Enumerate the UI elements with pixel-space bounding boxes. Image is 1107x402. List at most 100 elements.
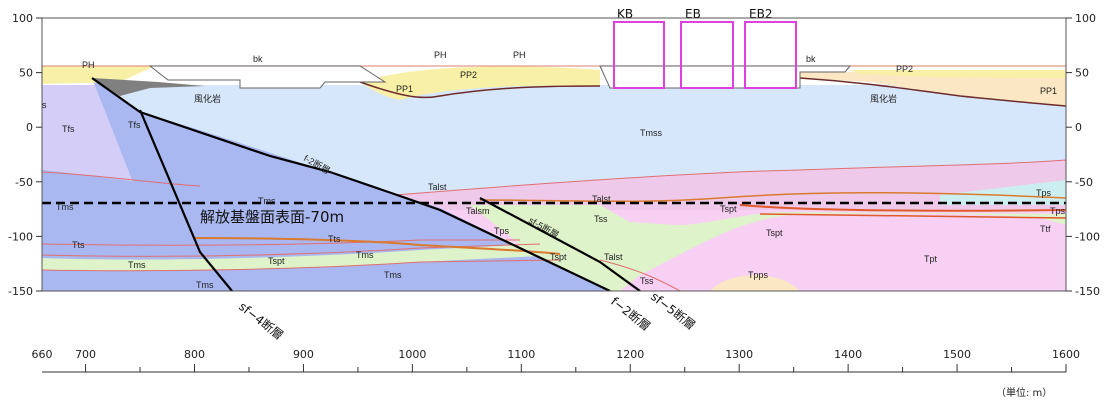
label-tfs: Tfs [62,124,75,134]
ground-surface [42,65,1066,89]
strata-layers [42,66,1066,291]
pp1-cream-right [800,72,1066,106]
x-tick-label: 900 [293,348,314,361]
label-talsm: Talsm [466,206,490,216]
label-bk: bk [253,54,263,64]
weathered-rock-left [92,78,205,96]
label-talst: Talst [592,194,611,204]
y-tick-label: -150 [1075,285,1100,298]
fault-label-sf5: sf−5断層 [648,289,698,333]
label-tms: Tms [356,250,374,260]
label-pp2: PP2 [460,70,477,80]
tps-layer [940,180,1066,205]
fault-label-f2: f−2断層 [608,294,653,334]
label-tms: Tms [258,196,276,206]
pp-yellow-center [360,66,600,100]
label-tspt: Tspt [550,252,567,262]
excavation-left [148,65,387,89]
label-pp2: PP2 [896,64,913,74]
plot-frame [41,17,1067,292]
building-kb [613,21,665,89]
tms-wedge-layer [42,78,610,291]
label-tms: Tms [56,202,74,212]
y-tick-label: -50 [1075,176,1093,189]
label-talst: Talst [604,252,623,262]
fault-sf4 [138,109,233,291]
label-tps: Tps [1050,206,1066,216]
y-tick-label: 0 [1075,121,1082,134]
label-eb: EB [685,7,701,21]
x-tick-label: 800 [184,348,205,361]
label-tms: Tms [128,260,146,270]
x-tick-label: 1200 [616,348,644,361]
label-tspt: Tspt [268,256,285,266]
y-tick-label: 100 [1075,12,1096,25]
label-weathered-rock: 風化岩 [194,93,221,104]
contact-line [194,237,561,255]
label-tps: Tps [494,226,510,236]
label-tps: Tps [1036,188,1052,198]
label-ttf: Ttf [1040,224,1051,234]
label-eb2: EB2 [749,7,772,21]
building-eb [680,21,734,89]
label-tms: Tms [384,270,402,280]
x-tick-label: 1500 [943,348,971,361]
x-tick-label: 700 [75,348,96,361]
talst-layer [395,160,1066,210]
label-tss: Tss [640,276,654,286]
contact-line [759,213,1066,219]
contact-line [42,259,561,272]
pp-yellow-left [42,66,155,84]
x-tick-label: 660 [32,348,53,361]
label-tts: Tts [328,234,341,244]
y-tick-label: -150 [8,285,33,298]
label-weathered-rock: 風化岩 [870,93,897,104]
contact-line [42,171,201,187]
strata-labels: PH PH PH bk bk PP2 PP2 PP1 PP1 風化岩 風化岩 s… [42,50,1066,290]
label-s: s [42,100,47,110]
contact-line [799,77,1066,107]
y-tick-label: 100 [12,12,33,25]
tss-layer [470,205,1066,291]
buildings [613,21,797,89]
contact-line [359,81,601,99]
label-pp1: PP1 [396,84,413,94]
contact-line [42,239,520,246]
contact-line [739,204,1066,212]
base-surface-label: 解放基盤面表面-70m [200,208,344,226]
x-tick-label: 1100 [507,348,535,361]
x-tick-label: 1400 [834,348,862,361]
label-ph: PH [513,50,526,60]
label-kb: KB [617,7,633,21]
y-tick-label: -100 [1075,230,1100,243]
y-tick-label: 50 [1075,67,1089,80]
fault-sf5 [479,197,641,291]
label-tts: Tts [72,240,85,250]
x-tick-label: 1300 [725,348,753,361]
label-tpps: Tpps [748,270,769,280]
tspt-band [42,245,560,271]
label-bk: bk [806,54,816,64]
contact-line [42,243,541,257]
tpps-bump [710,275,800,291]
label-tms: Tms [196,280,214,290]
fault-f2 [91,77,611,291]
label-tmss: Tmss [640,128,662,138]
x-tick-label: 1000 [398,348,426,361]
y-tick-label: 0 [26,121,33,134]
label-talst: Talst [428,182,447,192]
label-tspt: Tspt [720,204,737,214]
contact-line [599,259,681,291]
label-ph: PH [82,60,95,70]
contact-line [394,159,1066,196]
excavation-right [599,65,852,89]
label-tfs: Tfs [128,120,141,130]
pp-yellow-right [850,70,1066,78]
y-tick-label: 50 [19,67,33,80]
fault-lines [91,77,641,291]
unit-label: （単位: m） [996,386,1052,399]
building-eb2 [744,21,797,89]
